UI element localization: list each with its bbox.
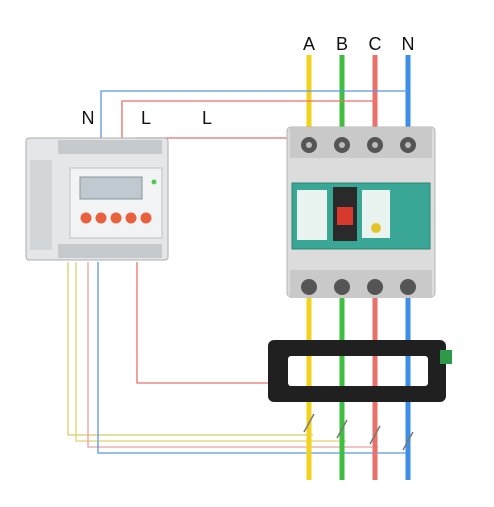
breaker-label-area [297,190,327,240]
junction-mark [336,419,348,439]
meter-top-terminals [58,140,162,154]
junction-mark [402,431,414,451]
phase-label-a: A [303,34,315,54]
phase-label-b: B [336,34,348,54]
terminal-screw-center [306,142,312,148]
ct-signal-wire-yellow-a [67,262,313,436]
neutral-voltage-wire [100,90,408,140]
power-meter [25,137,169,261]
meter-button [95,212,107,224]
meter-current-wires [67,262,410,454]
meter-button [80,212,92,224]
breaker-test-button [371,223,381,233]
ct-core-opening [288,356,428,386]
junction-mark [303,413,315,433]
ct-signal-wire-blue [97,262,410,454]
terminal-screw [334,279,350,295]
circuit-breaker [286,126,436,298]
terminal-screw-center [339,142,345,148]
ct-signal-wire-pink [87,262,378,448]
line-voltage-wire [121,100,375,140]
meter-button [110,212,122,224]
terminal-screw-center [405,142,411,148]
breaker-bottom-terminals [301,279,416,295]
junction-mark [369,425,381,445]
ct-signal-wire-yellow-b [75,262,346,442]
meter-button [140,212,152,224]
ct-terminal-block [440,350,452,364]
junction-marks [303,413,414,451]
ct-signal-wire-red [136,262,285,384]
current-transformer [268,340,452,402]
breaker-top-terminals [301,137,416,153]
meter-buttons [80,212,152,224]
meter-button [125,212,137,224]
meter-bottom-terminals [58,244,162,258]
phase-label-n: N [402,34,415,54]
meter-lcd-display [79,176,143,200]
terminal-screw-center [372,142,378,148]
terminal-screw [400,279,416,295]
terminal-screw [301,279,317,295]
meter-side-ribs [30,160,52,250]
ct-pass-through-wires [306,356,411,386]
meter-terminal-label-n: N [82,108,95,128]
meter-terminal-label-l2: L [202,108,212,128]
meter-terminal-label-l1: L [141,108,151,128]
breaker-toggle-handle [337,207,353,225]
terminal-screw [367,279,383,295]
supply-wires [306,55,411,130]
meter-status-led [151,179,157,185]
phase-label-c: C [369,34,382,54]
